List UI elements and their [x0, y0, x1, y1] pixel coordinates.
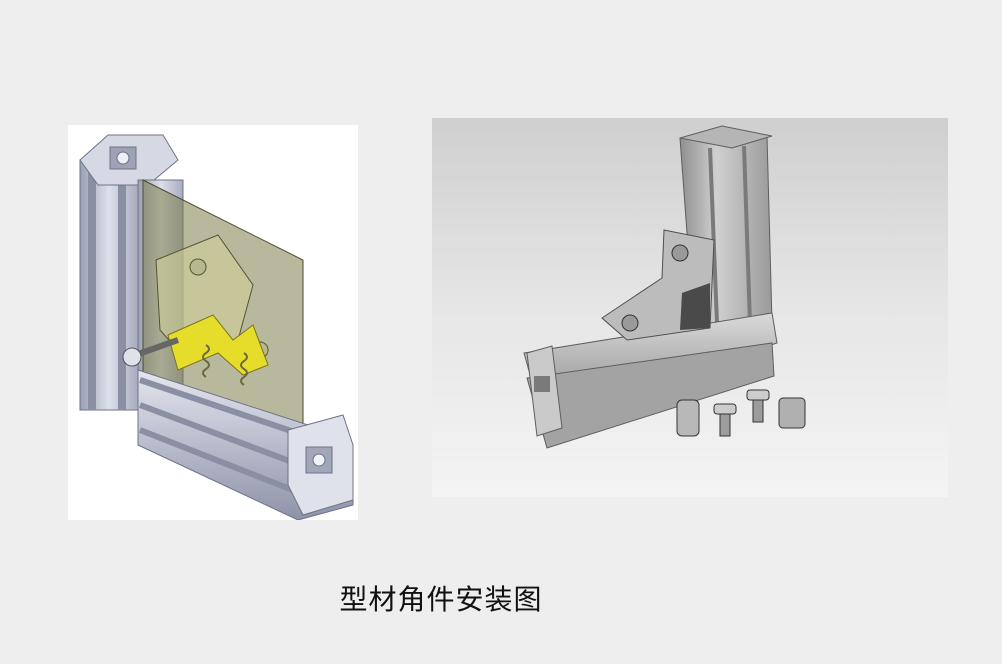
corner-bracket-diagram: [68, 125, 358, 520]
aluminum-profile-corner-bracket-photo-icon: [432, 118, 948, 497]
aluminum-profile-corner-bracket-illustration-icon: [79, 134, 354, 520]
figure-caption: 型材角件安装图: [339, 583, 543, 616]
corner-bracket-photo: [432, 118, 948, 497]
